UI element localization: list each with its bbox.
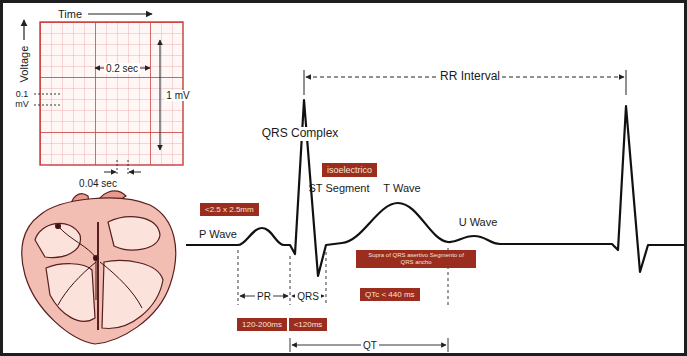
note-text: isoelectrico xyxy=(327,165,372,175)
dimension-arrow xyxy=(104,172,116,173)
dimension-arrow xyxy=(160,40,161,150)
dimension-line xyxy=(117,160,118,176)
note-text: 120-200ms xyxy=(242,320,282,329)
note-text: <2.5 x 2.5mm xyxy=(205,205,254,214)
note-box: Supra of QRS asertivo Segmento of QRS an… xyxy=(356,250,476,268)
ecg-trace xyxy=(186,100,685,276)
dimension-line xyxy=(34,94,62,95)
interval-label: QRS xyxy=(295,291,321,302)
axis-label: Time xyxy=(58,8,82,20)
note-box: isoelectrico xyxy=(322,163,377,177)
wave-label: U Wave xyxy=(459,216,498,228)
ecg-grid xyxy=(40,22,183,165)
interval-label: RR Interval xyxy=(438,70,502,83)
note-text: QTc < 440 ms xyxy=(365,290,415,299)
rr-interval-marker xyxy=(304,70,626,95)
wave-label: QRS Complex xyxy=(260,127,341,140)
dimension-line xyxy=(128,160,129,176)
time-arrow xyxy=(88,13,152,14)
dimension-label: 0.2 sec xyxy=(104,63,140,74)
wave-label: P Wave xyxy=(199,228,237,240)
note-box: <120ms xyxy=(289,318,328,331)
dimension-label: 1 mV xyxy=(164,90,191,101)
note-box: <2.5 x 2.5mm xyxy=(200,203,259,216)
note-box: QTc < 440 ms xyxy=(360,288,420,301)
note-text: Supra of QRS asertivo Segmento of QRS an… xyxy=(361,252,471,266)
interval-label: QT xyxy=(361,340,379,351)
interval-label: PR xyxy=(255,291,273,302)
dimension-arrow xyxy=(129,172,141,173)
wave-label: ST Segment xyxy=(309,182,370,194)
wave-label: T Wave xyxy=(383,182,420,194)
dimension-line xyxy=(34,105,62,106)
axis-label: Voltage xyxy=(18,46,30,83)
heart-illustration xyxy=(22,191,176,344)
note-text: <120ms xyxy=(294,320,323,329)
dimension-label: 0.04 sec xyxy=(79,178,117,189)
voltage-arrow xyxy=(23,20,24,40)
dimension-label: 0.1 mV xyxy=(11,90,33,110)
note-box: 120-200ms xyxy=(237,318,287,331)
